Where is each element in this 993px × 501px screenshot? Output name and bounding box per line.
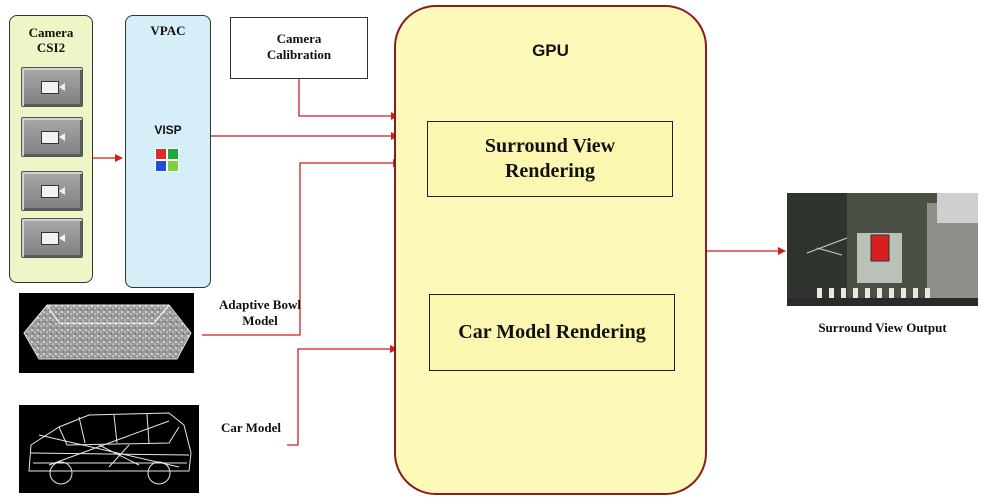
color-filter-red — [155, 148, 167, 160]
visp-label: VISP — [154, 123, 182, 137]
arrow-bowl-to-gpu — [202, 159, 401, 336]
camera-panel-title: Camera CSI2 — [28, 25, 74, 55]
video-camera-icon — [41, 131, 65, 144]
vpac-panel: VPAC VISP — [125, 15, 211, 288]
video-camera-icon — [41, 185, 65, 198]
camera-button-2[interactable] — [21, 117, 83, 157]
video-camera-icon — [41, 232, 65, 245]
surround-view-output-image — [787, 193, 978, 306]
arrow-calibration-to-gpu — [298, 79, 399, 120]
color-filter-blue — [155, 160, 167, 172]
car-model-wireframe-image — [19, 405, 199, 493]
gpu-title: GPU — [532, 41, 569, 60]
color-filter-green — [167, 148, 179, 160]
arrow-carmodel-to-gpu — [287, 345, 398, 446]
car-model-label: Car Model — [220, 420, 282, 435]
video-camera-icon — [41, 81, 65, 94]
adaptive-bowl-model-image — [19, 293, 194, 373]
color-filter-icon — [155, 148, 179, 172]
camera-button-3[interactable] — [21, 171, 83, 211]
surround-view-output-label: Surround View Output — [818, 320, 947, 335]
car-model-rendering-box: Car Model Rendering — [429, 294, 675, 371]
surround-view-rendering-box: Surround View Rendering — [427, 121, 673, 197]
camera-button-1[interactable] — [21, 67, 83, 107]
camera-csi2-panel: Camera CSI2 — [9, 15, 93, 283]
gpu-block: GPU Surround View Rendering Car Model Re… — [394, 5, 707, 495]
color-filter-lightgreen — [167, 160, 179, 172]
camera-calibration-box: Camera Calibration — [230, 17, 368, 79]
vpac-panel-title: VPAC — [150, 23, 186, 38]
camera-button-4[interactable] — [21, 218, 83, 258]
adaptive-bowl-model-label: Adaptive Bowl Model — [219, 297, 301, 328]
